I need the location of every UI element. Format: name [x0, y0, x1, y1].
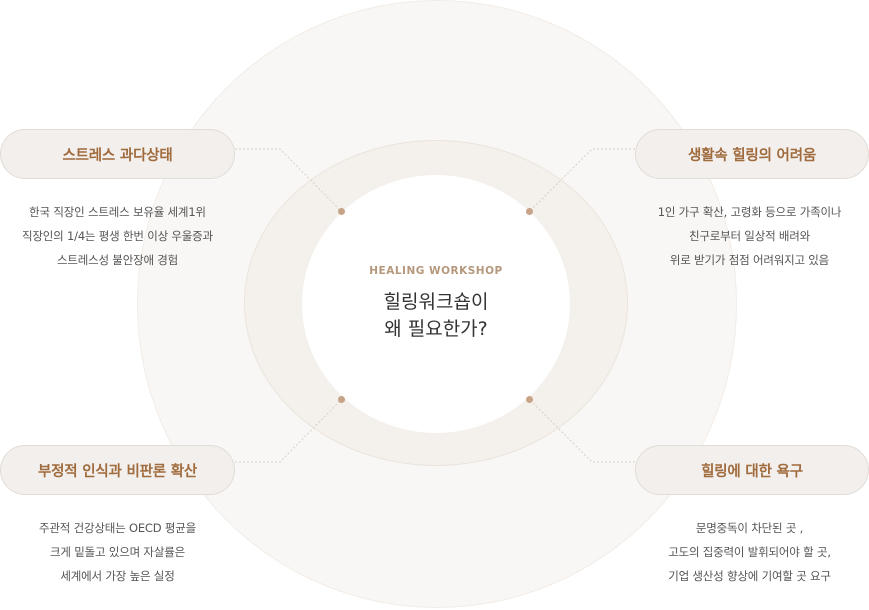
- center-title: 힐링워크숍이 왜 필요한가?: [384, 289, 489, 343]
- pill-negative-perception: 부정적 인식과 비판론 확산: [0, 445, 235, 495]
- pill-daily-healing-difficulty: 생활속 힐링의 어려움: [635, 129, 869, 179]
- desc-line: 기업 생산성 향상에 기여할 곳 요구: [668, 569, 831, 583]
- dot-top-right: [526, 208, 533, 215]
- desc-line: 주관적 건강상태는 OECD 평균을: [39, 521, 196, 535]
- connector-bottom-right: [529, 399, 635, 463]
- desc-line: 크게 밑돌고 있으며 자살률은: [50, 545, 185, 559]
- pill-stress-overload: 스트레스 과다상태: [0, 129, 235, 179]
- center-title-line2: 왜 필요한가?: [384, 318, 488, 340]
- center-title-line1: 힐링워크숍이: [383, 291, 489, 313]
- desc-line: 1인 가구 확산, 고령화 등으로 가족이나: [657, 205, 842, 219]
- desc-line: 친구로부터 일상적 배려와: [688, 229, 811, 243]
- desc-negative-perception: 주관적 건강상태는 OECD 평균을 크게 밑돌고 있으며 자살률은 세계에서 …: [0, 516, 235, 588]
- desc-line: 고도의 집중력이 발휘되어야 할 곳,: [668, 545, 831, 559]
- desc-line: 세계에서 가장 높은 실정: [60, 569, 175, 583]
- desc-daily-healing-difficulty: 1인 가구 확산, 고령화 등으로 가족이나 친구로부터 일상적 배려와 위로 …: [630, 200, 869, 272]
- center-content: HEALING WORKSHOP 힐링워크숍이 왜 필요한가?: [302, 175, 570, 433]
- connector-top-left: [235, 148, 342, 212]
- connector-top-right: [529, 148, 635, 212]
- desc-line: 문명중독이 차단된 곳 ,: [695, 521, 804, 535]
- desc-line: 위로 받기가 점점 어려워지고 있음: [669, 253, 830, 267]
- desc-stress-overload: 한국 직장인 스트레스 보유율 세계1위 직장인의 1/4는 평생 한번 이상 …: [0, 200, 235, 272]
- desc-line: 직장인의 1/4는 평생 한번 이상 우울증과: [22, 229, 213, 243]
- dot-top-left: [338, 208, 345, 215]
- inner-circle: [302, 175, 570, 433]
- connector-bottom-left: [235, 399, 342, 463]
- center-eyebrow: HEALING WORKSHOP: [369, 265, 503, 277]
- desc-line: 스트레스성 불안장애 경험: [56, 253, 179, 267]
- dot-bottom-left: [338, 396, 345, 403]
- pill-healing-desire: 힐링에 대한 욕구: [635, 445, 869, 495]
- desc-healing-desire: 문명중독이 차단된 곳 , 고도의 집중력이 발휘되어야 할 곳, 기업 생산성…: [630, 516, 869, 588]
- dot-bottom-right: [526, 396, 533, 403]
- desc-line: 한국 직장인 스트레스 보유율 세계1위: [29, 205, 206, 219]
